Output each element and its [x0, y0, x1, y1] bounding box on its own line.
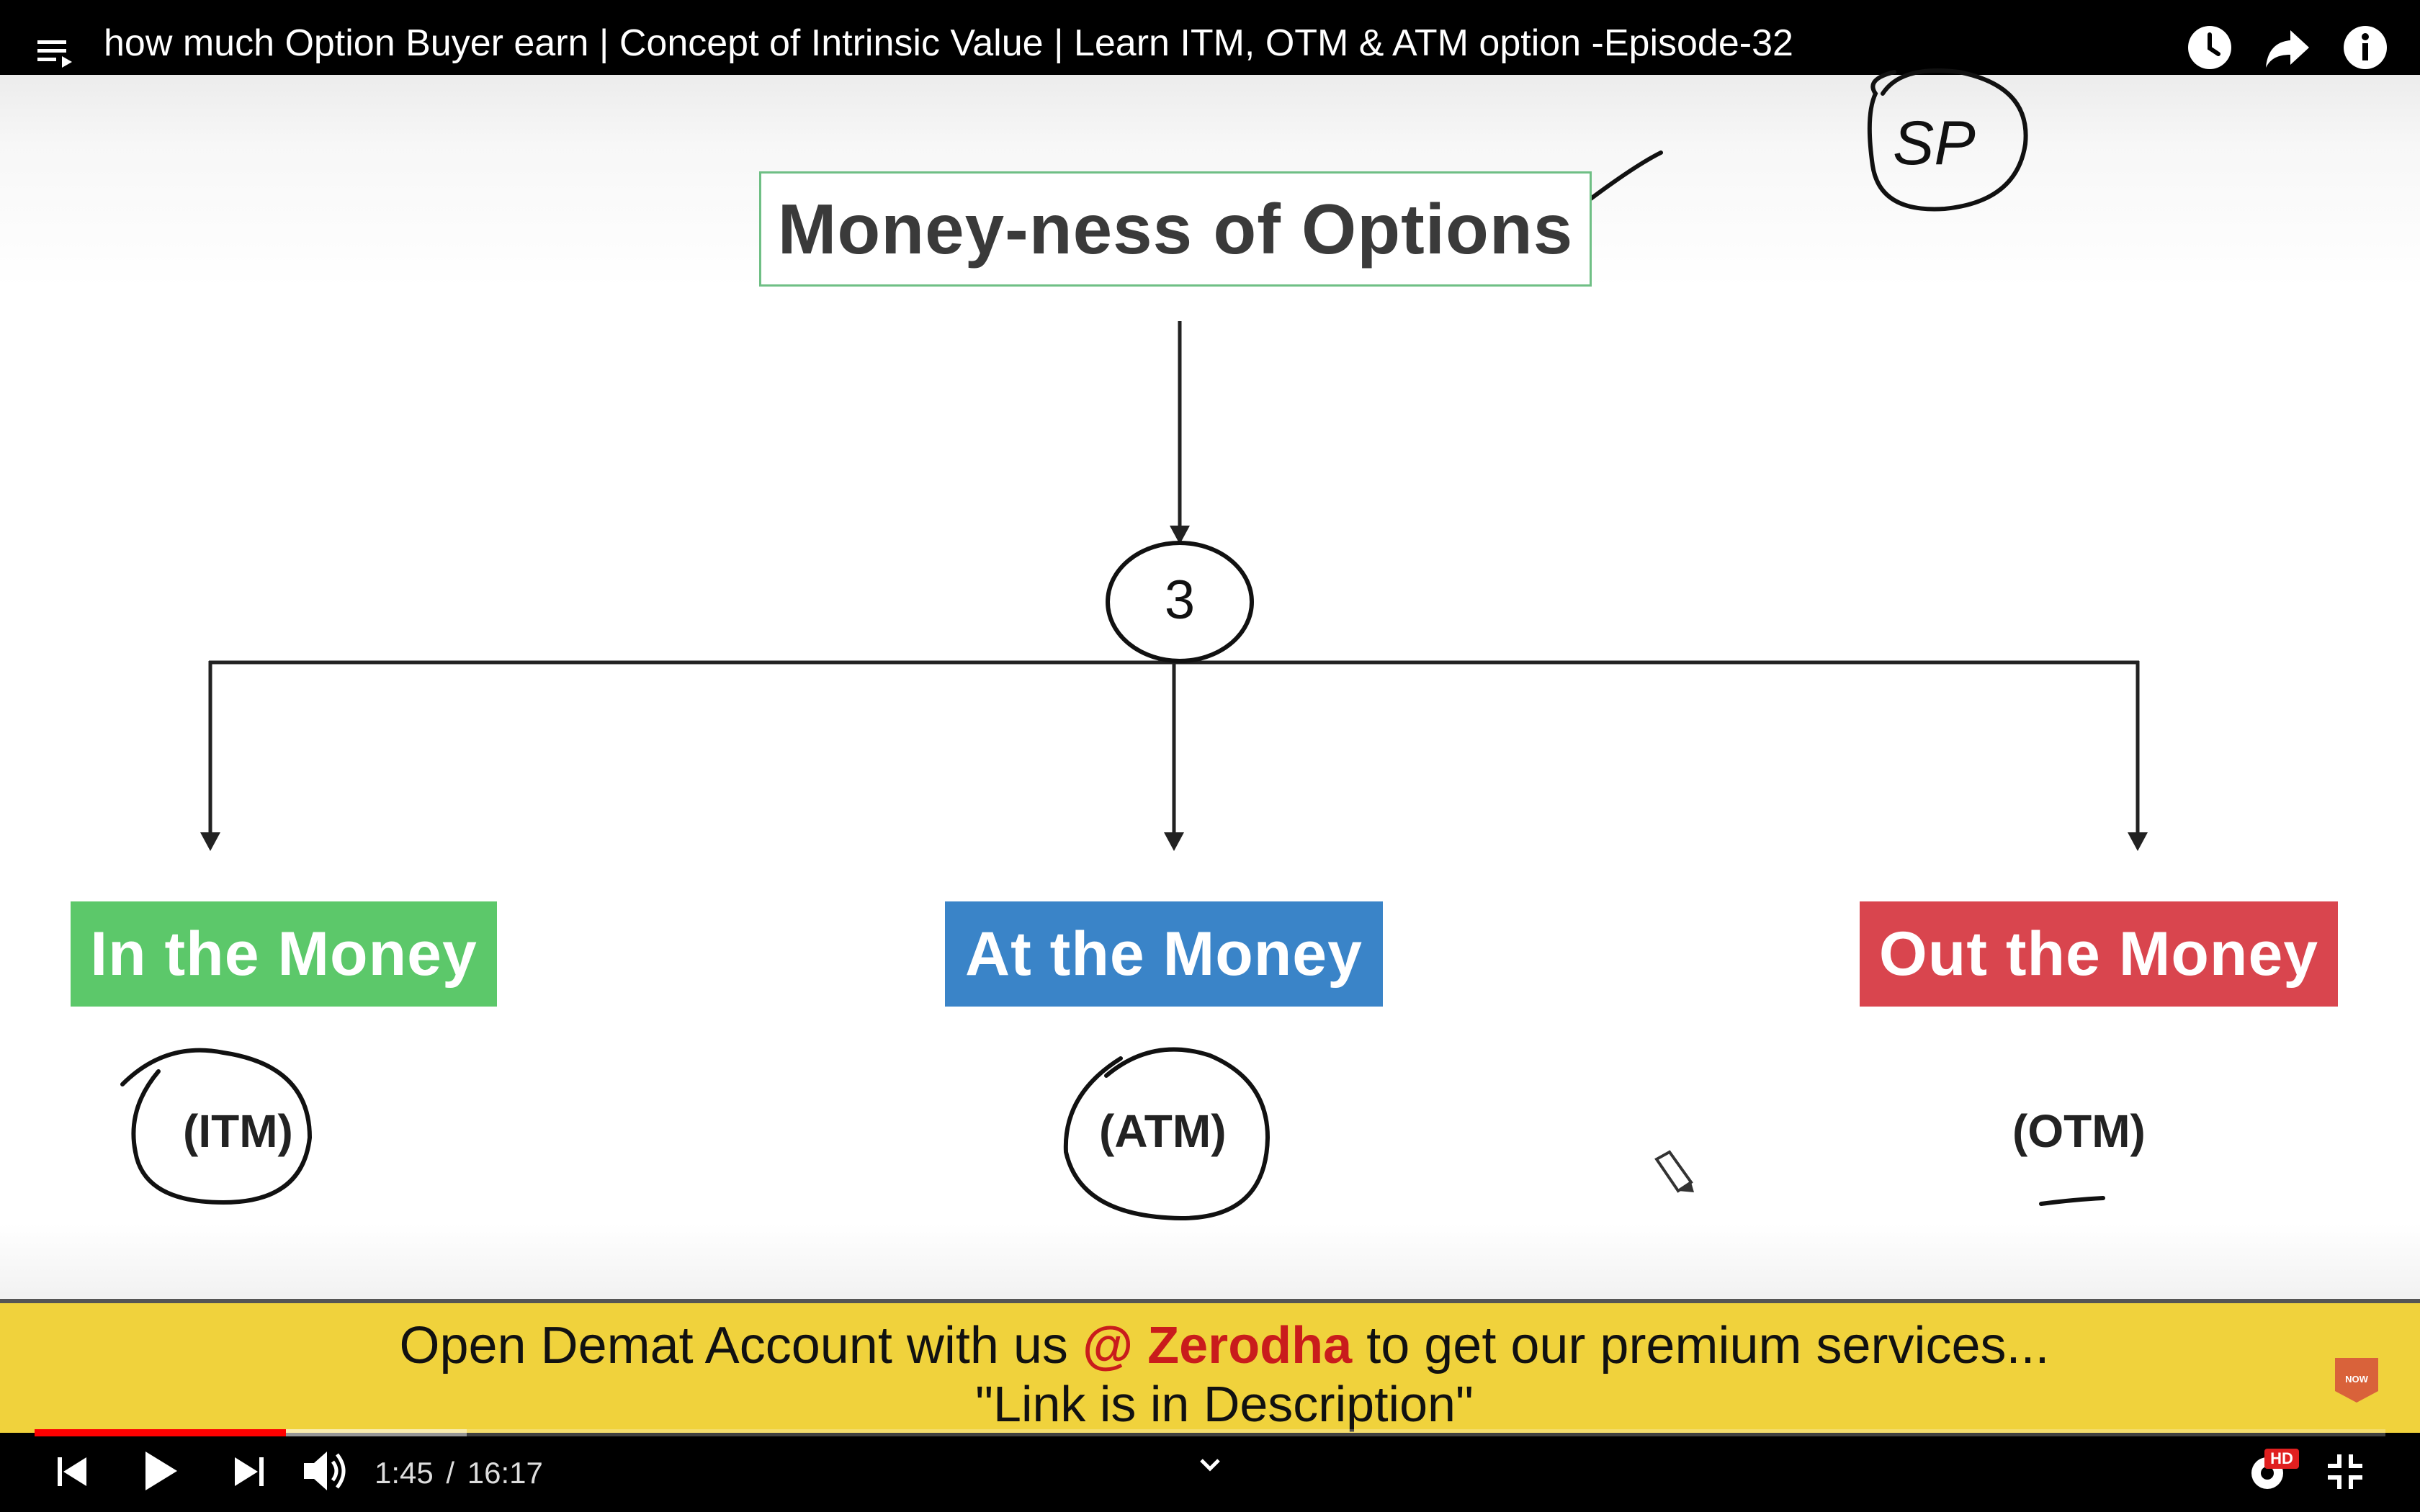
banner-text: to get our premium services... — [1352, 1317, 2050, 1374]
abbr-atm: (ATM) — [1099, 1105, 1227, 1157]
category-label: In the Money — [90, 919, 478, 989]
playlist-icon[interactable] — [37, 36, 78, 68]
progress-played — [35, 1429, 286, 1436]
current-time: 1:45 — [375, 1456, 434, 1490]
banner-text: Open Demat Account with us — [399, 1317, 1083, 1374]
banner-line-1: Open Demat Account with us @ Zerodha to … — [0, 1316, 2420, 1375]
category-at-the-money: At the Money — [945, 901, 1383, 1007]
subscribe-badge[interactable]: NOW — [2331, 1354, 2383, 1405]
count-circle — [1106, 541, 1254, 663]
next-icon[interactable] — [232, 1453, 266, 1490]
slide-title-box: Money-ness of Options — [759, 171, 1592, 287]
info-icon[interactable] — [2339, 22, 2391, 73]
previous-icon[interactable] — [55, 1453, 89, 1490]
volume-icon[interactable] — [301, 1449, 351, 1493]
time-separator: / — [446, 1456, 455, 1490]
abbr-itm: (ITM) — [183, 1105, 293, 1157]
banner-line-2: "Link is in Description" — [975, 1376, 1474, 1432]
top-bar — [0, 0, 2420, 75]
category-label: At the Money — [965, 919, 1363, 989]
exit-fullscreen-icon[interactable] — [2325, 1452, 2365, 1492]
svg-text:NOW: NOW — [2345, 1374, 2369, 1385]
abbr-otm: (OTM) — [2012, 1105, 2146, 1157]
duration: 16:17 — [467, 1456, 543, 1490]
promo-banner: Open Demat Account with us @ Zerodha to … — [0, 1299, 2420, 1433]
count-label: 3 — [1164, 570, 1196, 631]
banner-brand: @ Zerodha — [1082, 1317, 1353, 1374]
progress-track[interactable] — [35, 1429, 2385, 1436]
player-controls — [0, 1433, 2420, 1512]
pencil-cursor-icon — [1654, 1150, 1694, 1193]
share-icon[interactable] — [2262, 22, 2313, 73]
itm-circle-annotation — [120, 1048, 313, 1205]
time-display: 1:45 / 16:17 — [375, 1456, 543, 1490]
chevron-down-icon[interactable] — [1196, 1454, 1224, 1476]
play-icon[interactable] — [141, 1449, 180, 1493]
category-in-the-money: In the Money — [71, 901, 497, 1007]
otm-underline-annotation — [2039, 1196, 2105, 1206]
slide-title: Money-ness of Options — [777, 189, 1574, 269]
atm-circle-annotation — [1063, 1047, 1270, 1221]
sp-circle-annotation — [1867, 68, 2028, 212]
hd-badge: HD — [2264, 1449, 2299, 1469]
category-out-the-money: Out the Money — [1860, 901, 2338, 1007]
watch-later-icon[interactable] — [2184, 22, 2236, 73]
sp-annotation: SP — [1893, 109, 1976, 178]
video-title[interactable]: how much Option Buyer earn | Concept of … — [104, 22, 1793, 64]
category-label: Out the Money — [1878, 919, 2319, 989]
